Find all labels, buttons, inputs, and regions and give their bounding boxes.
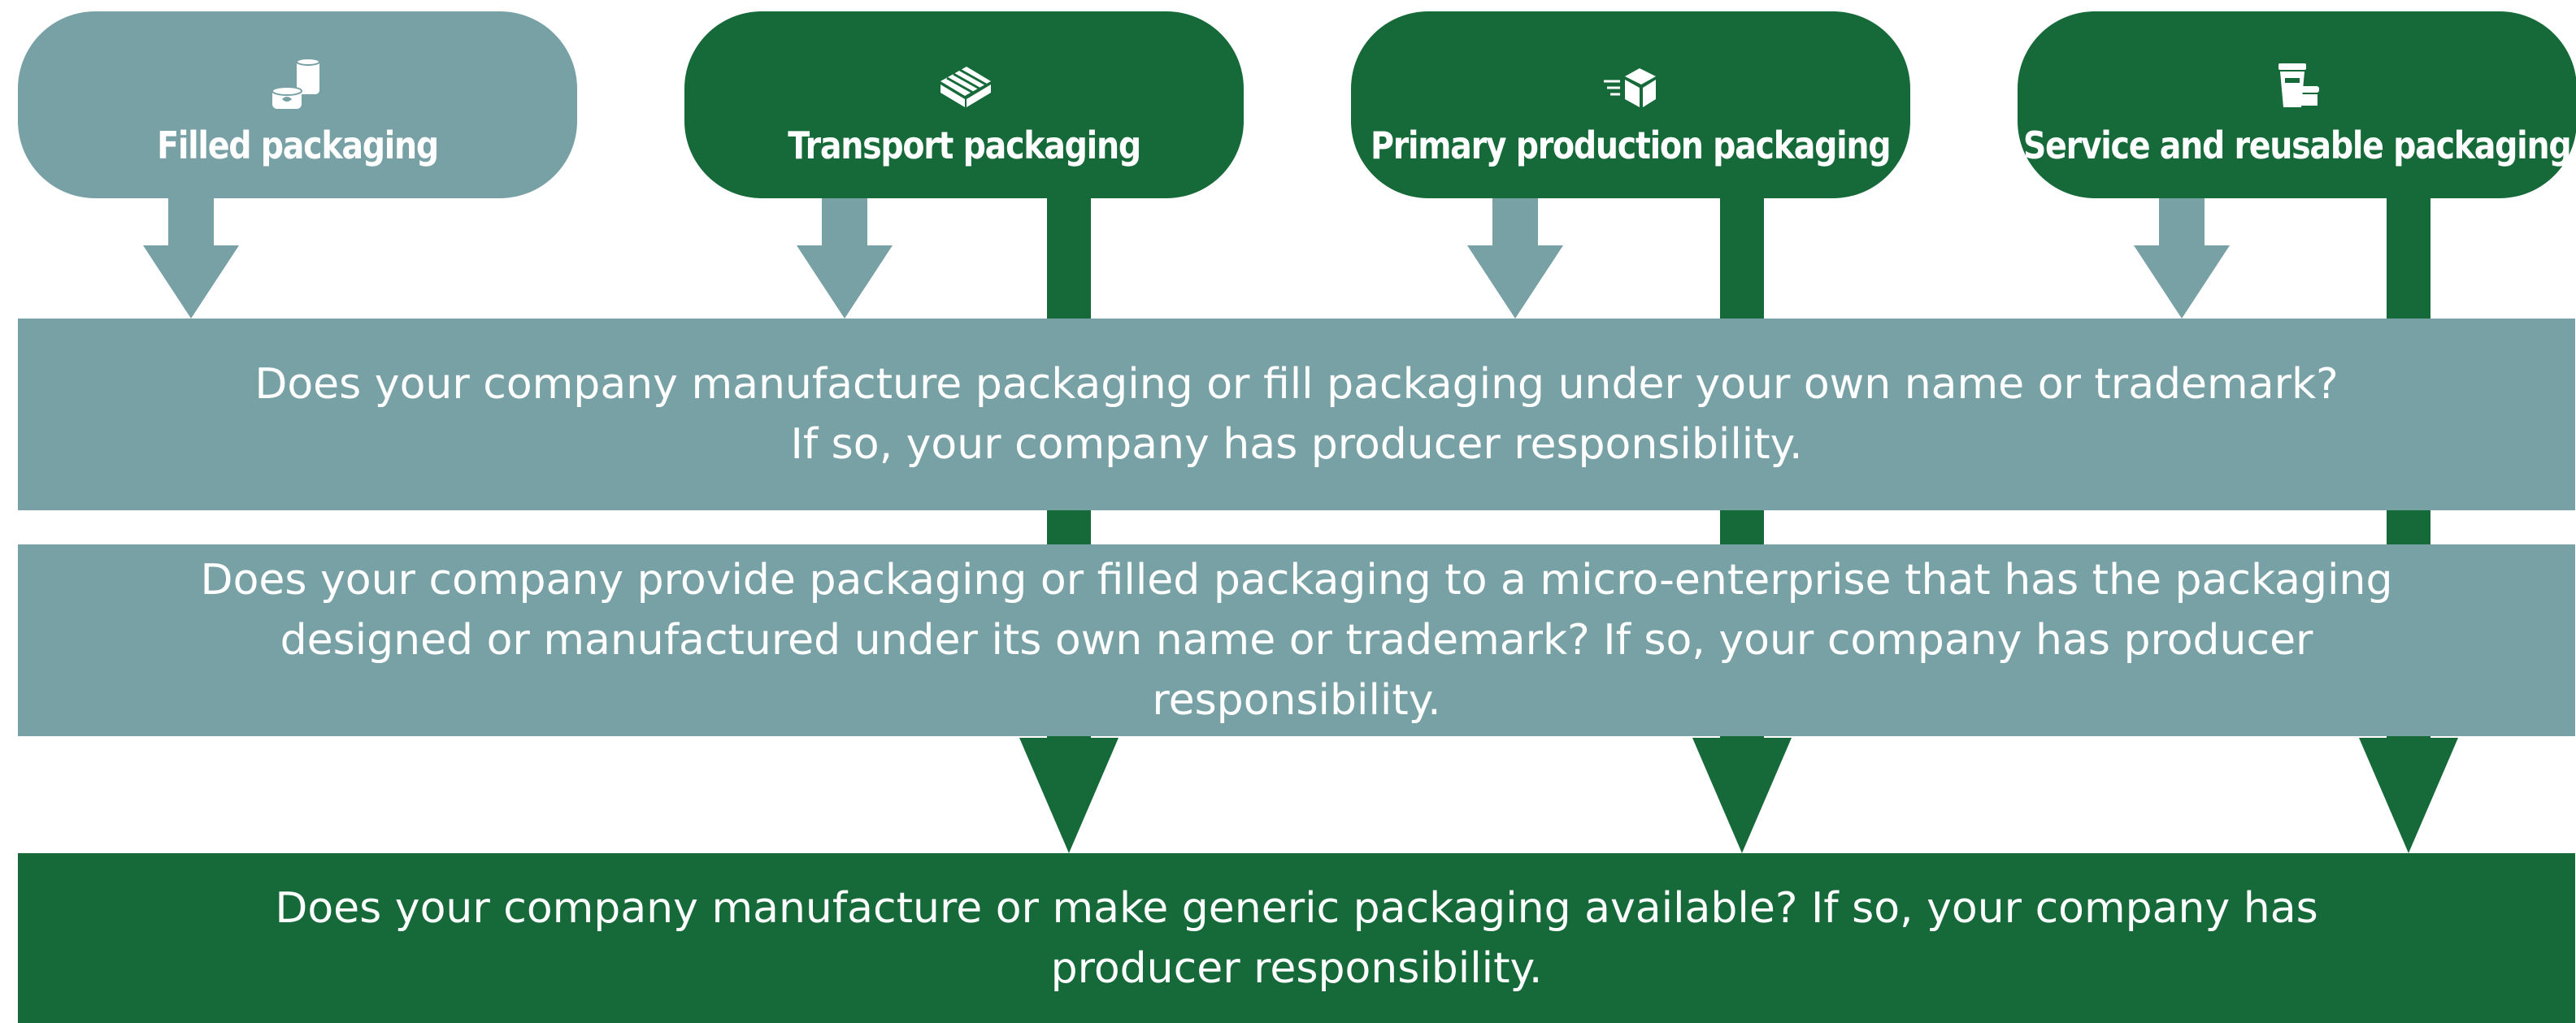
- arrow-transport-to-q1: [797, 195, 893, 319]
- arrow-filled-to-q1: [143, 195, 239, 319]
- category-label: Filled packaging: [157, 124, 439, 167]
- arrow-transport-to-q3: [1019, 195, 1119, 853]
- question-text: Does your company manufacture or make ge…: [275, 883, 2318, 993]
- arrow-primary-to-q3: [1692, 195, 1792, 853]
- category-label: Primary production packaging: [1371, 124, 1892, 167]
- category-transport-packaging: Transport packaging: [684, 11, 1244, 198]
- category-label: Transport packaging: [788, 124, 1141, 167]
- question-text: Does your company manufacture packaging …: [254, 360, 2339, 469]
- arrow-service-to-q3: [2359, 195, 2458, 853]
- category-filled-packaging: Filled packaging: [18, 11, 577, 198]
- arrow-service-to-q1: [2134, 195, 2230, 319]
- cans-icon: [272, 58, 320, 109]
- question-text: Does your company provide packaging or f…: [200, 556, 2393, 725]
- pallet-icon: [940, 67, 991, 107]
- arrow-primary-to-q1: [1467, 195, 1563, 319]
- category-primary-production-packaging: Primary production packaging: [1351, 11, 1910, 198]
- moving-box-icon: [1604, 68, 1656, 107]
- question-generic-packaging: Does your company manufacture or make ge…: [18, 853, 2575, 1023]
- category-label: Service and reusable packaging: [2023, 124, 2572, 167]
- question-manufacture-or-fill: Does your company manufacture packaging …: [18, 319, 2575, 510]
- question-micro-enterprise: Does your company provide packaging or f…: [18, 544, 2575, 736]
- category-service-reusable-packaging: Service and reusable packaging: [2018, 11, 2576, 198]
- takeaway-cup-icon: [2278, 63, 2319, 107]
